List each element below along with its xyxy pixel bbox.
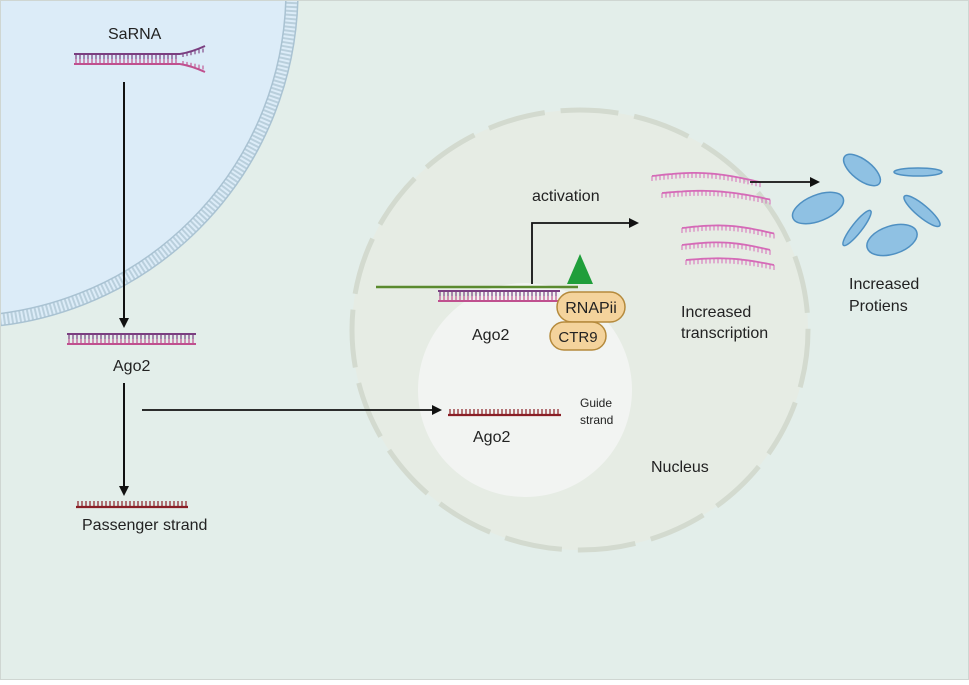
arrow-activation <box>531 218 639 284</box>
increased-proteins-line1: Increased <box>849 276 919 293</box>
protein-disc <box>791 191 845 225</box>
protein-disc <box>866 223 918 257</box>
cell-membrane <box>0 0 299 327</box>
increased-transcription-line2: transcription <box>681 325 768 342</box>
ago2-complex-label: Ago2 <box>472 327 509 344</box>
increased-transcription-line1: Increased <box>681 304 751 321</box>
increased-proteins-line2: Protiens <box>849 298 908 315</box>
guide-strand <box>448 409 561 417</box>
protein-disc <box>842 209 872 247</box>
sarna-duplex <box>74 45 206 73</box>
protein-disc <box>893 167 943 177</box>
ago2-guide-label: Ago2 <box>473 429 510 446</box>
ago2-left-label: Ago2 <box>113 358 150 375</box>
ctr9-shape <box>549 321 607 351</box>
activation-label: activation <box>532 188 600 205</box>
activator-triangle <box>567 254 593 284</box>
guide-strand-label-line2: strand <box>580 413 613 427</box>
mrna-transcripts <box>651 172 775 271</box>
rnapii-label: RNAPii <box>565 300 617 317</box>
sarna-label: SaRNA <box>108 26 162 43</box>
passenger-strand <box>76 501 188 509</box>
ago2-loaded-duplex <box>67 333 196 345</box>
proteins <box>791 153 943 257</box>
promoter-complex <box>376 254 626 351</box>
ago2-complex-strand <box>438 290 560 302</box>
nucleus-label: Nucleus <box>651 459 709 476</box>
protein-disc <box>842 153 882 187</box>
guide-strand-label-line1: Guide <box>580 396 612 410</box>
ctr9-label: CTR9 <box>558 329 597 346</box>
passenger-strand-label: Passenger strand <box>82 517 207 534</box>
protein-disc <box>903 194 941 228</box>
arrows <box>119 82 820 496</box>
